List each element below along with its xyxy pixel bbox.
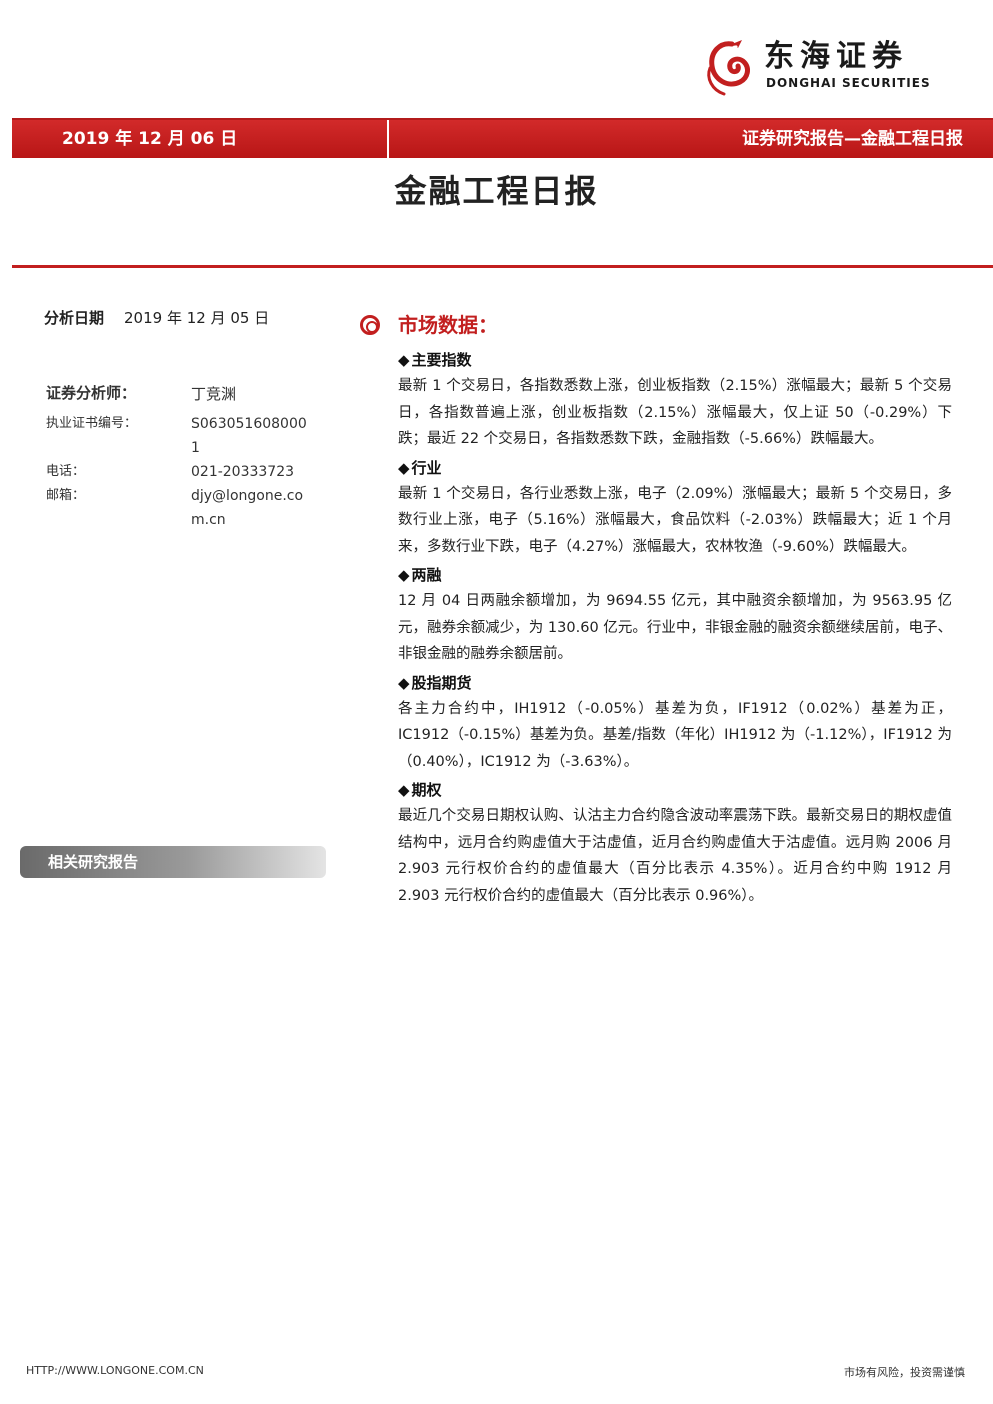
analyst-cert-label: 执业证书编号： (46, 416, 138, 431)
subsection-heading: ◆期权 (398, 777, 952, 803)
brand-name-cn: 东海证券 (764, 39, 908, 74)
analyst-cert: S0630516080001 (191, 416, 307, 456)
footer-url-link[interactable]: HTTP://WWW.LONGONE.COM.CN (26, 1364, 204, 1377)
diamond-bullet-icon: ◆ (398, 351, 410, 369)
diamond-bullet-icon: ◆ (398, 673, 410, 692)
subsection-heading: ◆主要指数 (398, 347, 952, 373)
page-title: 金融工程日报 (394, 172, 599, 210)
analysis-date: 分析日期 2019 年 12 月 05 日 (44, 307, 269, 328)
analyst-name: 丁竞渊 (191, 385, 237, 403)
footer-risk-notice: 市场有风险，投资需谨慎 (844, 1366, 965, 1379)
brand-name-en: DONGHAI SECURITIES (766, 76, 931, 90)
analysis-date-value: 2019 年 12 月 05 日 (124, 309, 270, 327)
diamond-bullet-icon: ◆ (398, 781, 410, 799)
subsection-text: 最近几个交易日期权认购、认沽主力合约隐含波动率震荡下跌。最新交易日的期权虚值结构… (398, 808, 952, 904)
analyst-name-label: 证券分析师： (46, 384, 137, 402)
analyst-email-row: 邮箱： djy@longone.com.cn (46, 484, 316, 532)
header-date: 2019 年 12 月 06 日 (12, 120, 387, 158)
analyst-phone: 021-20333723 (191, 464, 295, 480)
diamond-bullet-icon: ◆ (398, 458, 410, 477)
subsection-text: 最新 1 个交易日，各指数悉数上涨，创业板指数（2.15%）涨幅最大；最新 5 … (398, 378, 952, 447)
subsection-heading: ◆行业 (398, 455, 952, 481)
related-reports-header: 相关研究报告 (20, 846, 326, 878)
title-divider (12, 265, 993, 268)
analyst-phone-row: 电话： 021-20333723 (46, 460, 316, 484)
brand-logo: 东海证券 DONGHAI SECURITIES (702, 38, 952, 98)
analyst-email-label: 邮箱： (46, 488, 86, 503)
subsection-text: 最新 1 个交易日，各行业悉数上涨，电子（2.09%）涨幅最大；最新 5 个交易… (398, 485, 952, 555)
subsection-text: 各主力合约中，IH1912（-0.05%）基差为负，IF1912（0.02%）基… (398, 700, 952, 770)
subsection-heading: ◆股指期货 (398, 670, 952, 696)
header-report-type: 证券研究报告—金融工程日报 (387, 120, 993, 158)
analyst-email[interactable]: djy@longone.com.cn (191, 488, 304, 528)
analyst-phone-label: 电话： (46, 464, 86, 479)
analyst-info: 证券分析师： 丁竞渊 执业证书编号： S0630516080001 电话： 02… (46, 382, 316, 532)
subsection-text: 12 月 04 日两融余额增加，为 9694.55 亿元，其中融资余额增加，为 … (398, 593, 952, 662)
analyst-cert-row: 执业证书编号： S0630516080001 (46, 412, 316, 460)
analyst-name-row: 证券分析师： 丁竞渊 (46, 382, 316, 412)
analysis-date-label: 分析日期 (44, 309, 105, 327)
header-band: 2019 年 12 月 06 日 证券研究报告—金融工程日报 (12, 118, 993, 158)
diamond-bullet-icon: ◆ (398, 566, 410, 584)
target-bullet-icon (360, 315, 380, 335)
market-data-content: ◆主要指数 最新 1 个交易日，各指数悉数上涨，创业板指数（2.15%）涨幅最大… (398, 347, 952, 911)
section-title: 市场数据： (398, 313, 498, 337)
dragon-logo-icon (707, 40, 750, 96)
subsection-heading: ◆两融 (398, 562, 952, 588)
